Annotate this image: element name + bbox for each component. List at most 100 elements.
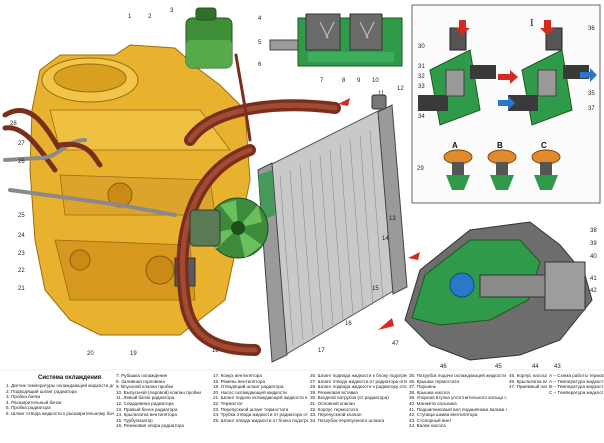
- legend-item: 39. Упорная втулка уплотнительного кольц…: [409, 395, 507, 401]
- callout-45: 45: [495, 364, 502, 370]
- callout-3: 3: [170, 8, 174, 14]
- legend-item: 15. Турбулизатор: [116, 417, 153, 423]
- callout-24: 24: [18, 233, 25, 239]
- callout-21: 21: [18, 286, 25, 292]
- callout-10: 10: [372, 78, 379, 84]
- legend-item: 19. Отводящий шланг радиатора: [213, 384, 284, 390]
- callout-27: 27: [18, 141, 25, 147]
- legend-item: 7. Рубашка охлаждения: [116, 373, 168, 378]
- legend-item: 43. Стопорный винт: [409, 417, 452, 423]
- legend-col-7: А – Схема работы термостатаА – Температу…: [549, 373, 604, 433]
- callout-19: 19: [130, 351, 137, 357]
- legend-item: 21. Шланг подачи охлаждающей жидкости в …: [213, 395, 308, 401]
- inset-roman-label: I: [530, 17, 534, 29]
- thermostat-mode-b: [487, 149, 517, 190]
- legend-item: 10. Выпускной (паровой) клапан пробки: [116, 389, 201, 395]
- legend-item: 2. Подводящий шланг радиатора: [6, 388, 77, 394]
- legend-item: 14. Крыльчатка вентилятора: [116, 412, 177, 418]
- callout-22: 22: [18, 268, 25, 274]
- callout-43: 43: [554, 364, 561, 370]
- fan: [189, 197, 269, 259]
- thermostat-mode-c: [531, 149, 561, 190]
- callout-32: 32: [418, 74, 425, 80]
- callout-6: 6: [258, 62, 262, 68]
- legend-item: 16. Резиновая опора радиатора: [116, 423, 184, 429]
- legend-item: 45. Корпус насоса: [509, 373, 547, 378]
- legend-item: А – Температура жидкости ниже 80 °С: [549, 378, 604, 384]
- legend-item: 18. Ремень вентилятора: [213, 378, 266, 384]
- legend-item: 12. Сердцевина радиатора: [116, 400, 174, 406]
- legend-item: 40. Манжета сальника: [409, 400, 457, 406]
- legend-item: 47. Приемный патрубок: [509, 384, 547, 390]
- callout-18: 18: [212, 348, 219, 354]
- callout-30: 30: [418, 44, 425, 50]
- callout-37: 37: [588, 106, 595, 112]
- radiator: [257, 94, 408, 363]
- legend-item: 5. Пробка радиатора: [6, 405, 51, 411]
- callout-35: 35: [588, 91, 595, 97]
- legend-item: 22. Термостат: [213, 400, 243, 406]
- legend-item: 8. Заливная горловина: [116, 378, 165, 384]
- callout-8: 8: [342, 78, 346, 84]
- legend-item: 13. Правый бачок радиатора: [116, 406, 178, 412]
- callout-26: 26: [18, 159, 25, 165]
- callout-28: 28: [10, 121, 17, 127]
- callout-44: 44: [532, 364, 539, 370]
- heater-hoses: [2, 107, 177, 217]
- callout-12: 12: [397, 86, 404, 92]
- legend-item: 38. Крышка насоса: [409, 389, 450, 395]
- callout-7: 7: [320, 78, 324, 84]
- legend-col-5: 35. Патрубок подачи охлаждающей жидкости…: [409, 373, 507, 433]
- legend-item: 23. Перепускной шланг термостата: [213, 406, 289, 412]
- legend-col-1: 1. Датчик температуры охлаждающей жидкос…: [6, 373, 114, 443]
- engine-block: [29, 44, 251, 336]
- pump-cutaway: [404, 221, 593, 361]
- thermostat-inset: [411, 4, 601, 204]
- callout-46: 46: [440, 364, 447, 370]
- legend-item: 31. Основной клапан: [310, 400, 355, 406]
- radiator-hoses: [176, 53, 341, 356]
- legend-item: 1. Датчик температуры охлаждающей жидкос…: [6, 383, 114, 388]
- callout-2: 2: [148, 14, 152, 20]
- callout-38: 38: [590, 228, 597, 234]
- legend-item: 29. Резиновая вставка: [310, 389, 358, 395]
- callout-36: 36: [588, 26, 595, 32]
- callout-20: 20: [87, 351, 94, 357]
- callout-41: 41: [590, 276, 597, 282]
- flow-arrows: [338, 20, 597, 330]
- callout-15: 15: [372, 286, 379, 292]
- radiator-cap-detail: [269, 13, 403, 67]
- legend-item: 17. Кожух вентилятора: [213, 373, 262, 378]
- callout-17: 17: [318, 348, 325, 354]
- callout-5: 5: [258, 40, 262, 46]
- mode-c-label: C: [541, 141, 547, 150]
- thermostat-mode-a: [443, 149, 473, 190]
- callout-42: 42: [590, 288, 597, 294]
- legend-item: 35. Патрубок подачи охлаждающей жидкости…: [409, 373, 507, 378]
- legend-item: 11. Левый бачок радиатора: [116, 395, 175, 401]
- callout-9: 9: [357, 78, 361, 84]
- callout-14: 14: [382, 236, 389, 242]
- legend-item: А – Схема работы термостата: [549, 373, 604, 378]
- legend-item: 28. Шланг подвода жидкости к радиатору о…: [310, 384, 407, 390]
- legend-item: 41. Подшипниковый вал подшипника валика …: [409, 406, 507, 412]
- legend-item: 27. Шланг отвода жидкости от радиатора о…: [310, 378, 407, 384]
- callout-33: 33: [418, 84, 425, 90]
- callout-4: 4: [258, 16, 262, 22]
- callout-labels: 1 2 3 4 5 6 7 8 9 10 11 12 13 14 15 16 1…: [10, 8, 597, 370]
- mode-b-label: B: [497, 141, 503, 150]
- legend-item: 6. Шланг отвода жидкости к расширительно…: [6, 410, 114, 416]
- legend-item: 26. Шланг подвода жидкости к блоку подог…: [310, 373, 407, 378]
- callout-47: 47: [392, 341, 399, 347]
- legend-item: 30. Входной патрубок (от радиатора): [310, 395, 389, 401]
- callout-13: 13: [389, 216, 396, 222]
- legend-item: С – Температура жидкости более 94 °С: [549, 389, 604, 395]
- legend-item: 9. Впускной клапан пробки: [116, 384, 174, 390]
- expansion-tank: [185, 7, 233, 69]
- legend-item: 32. Корпус термостата: [310, 406, 359, 412]
- callout-31: 31: [418, 64, 425, 70]
- callout-40: 40: [590, 254, 597, 260]
